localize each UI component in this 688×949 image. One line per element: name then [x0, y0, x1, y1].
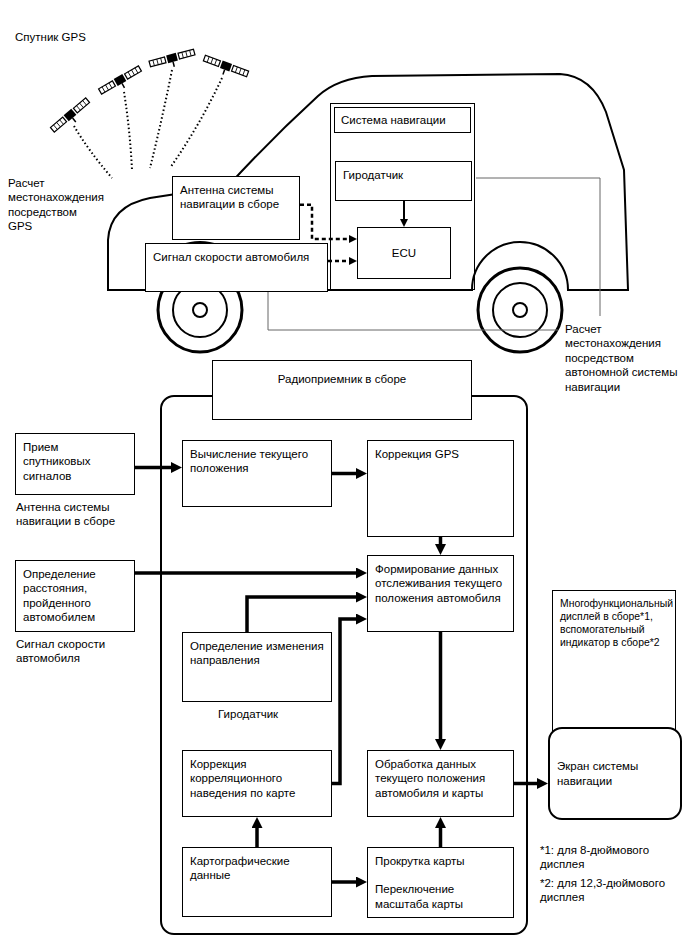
process-box: Формирование данных отслеживания текущег… [367, 555, 514, 632]
note-label: *1: для 8-дюймового дисплея [540, 843, 680, 872]
box-text: Прокрутка карты [375, 854, 506, 868]
connector-arrow [514, 782, 537, 786]
connector-arrow [439, 632, 443, 739]
process-box: Коррекция корреляционного наведения по к… [182, 750, 332, 817]
process-box: Коррекция GPS [367, 440, 514, 537]
connector-arrow [439, 537, 443, 544]
note-label: Спутник GPS [15, 30, 135, 44]
text-holder: Экран системы навигации [557, 759, 673, 788]
screen-box: Экран системы навигации [548, 727, 682, 820]
note-label: *2: для 12,3-дюймового дисплея [540, 876, 680, 905]
part-caption: Антенна системы навигации в сборе [16, 500, 141, 529]
box-text: Формирование данных отслеживания текущег… [375, 562, 506, 605]
box-text: Прием спутниковых сигналов [23, 440, 127, 483]
box-text: Определение расстояния, пройденного авто… [23, 567, 127, 625]
connector-arrow [332, 619, 356, 784]
antenna-box: Антенна системы навигации в сборе [172, 176, 300, 240]
box-text: Гиродатчик [343, 168, 464, 182]
box-text: Многофункциональный дисплей в сборе*1, в… [560, 597, 668, 649]
connector-arrow [255, 828, 259, 847]
input-box: Прием спутниковых сигналовАнтенна систем… [15, 433, 135, 495]
car-body [108, 74, 628, 352]
gps-satellite [201, 54, 249, 82]
signal-box: Сигнал скорости автомобиля [145, 243, 328, 292]
process-box: Определение изменения направленияГиродат… [182, 632, 332, 702]
note-label: Расчет местонахождения посредством GPS [8, 176, 104, 234]
unit-frame: Радиоприемник в сбореВычисление текущего… [160, 395, 528, 935]
connector-arrow [300, 205, 349, 239]
box-heading: Система навигации [334, 107, 471, 133]
box-text: Определение изменения направления [190, 639, 324, 668]
connector-arrow [332, 880, 356, 884]
box-text: Картографические данные [190, 854, 324, 883]
gps-satellite [98, 65, 144, 99]
satellite-signal [74, 70, 222, 178]
box-text: Сигнал скорости автомобиля [153, 250, 320, 264]
connector-arrow [135, 466, 171, 470]
box-text: Вычисление текущего положения [190, 447, 324, 476]
connector-arrow [328, 260, 349, 263]
gps-satellite [50, 97, 94, 137]
input-box: Определение расстояния, пройденного авто… [15, 560, 135, 632]
connector-arrow [403, 201, 405, 219]
note-label: Расчет местонахождения посредством автон… [565, 322, 683, 394]
gps-satellite [149, 48, 197, 72]
process-box: Прокрутка картыПереключение масштаба кар… [367, 847, 514, 918]
box-text: Антенна системы навигации в сборе [180, 183, 292, 212]
ecu-box: ECU [357, 227, 451, 279]
box-text: Обработка данных текущего положения авто… [375, 757, 506, 800]
box-text: Экран системы навигации [557, 759, 673, 788]
connector-arrow [439, 828, 443, 847]
connector-arrow [332, 472, 356, 476]
process-box: Картографические данные [182, 847, 332, 917]
box-text: ECU [392, 246, 416, 260]
part-caption: Гиродатчик [218, 707, 343, 721]
connector-arrow [135, 571, 356, 575]
box-text: Переключение масштаба карты [375, 882, 506, 911]
display-box: Многофункциональный дисплей в сборе*1, в… [552, 590, 676, 740]
box-heading: Радиоприемник в сборе [212, 360, 472, 420]
sensor-box: Гиродатчик [335, 161, 472, 201]
system-frame: Система навигацииГиродатчикECU [330, 103, 475, 290]
process-box: Вычисление текущего положения [182, 440, 332, 507]
box-text: Коррекция корреляционного наведения по к… [190, 757, 324, 800]
process-box: Обработка данных текущего положения авто… [367, 750, 514, 817]
part-caption: Сигнал скорости автомобиля [16, 637, 141, 666]
box-text: Коррекция GPS [375, 447, 506, 461]
